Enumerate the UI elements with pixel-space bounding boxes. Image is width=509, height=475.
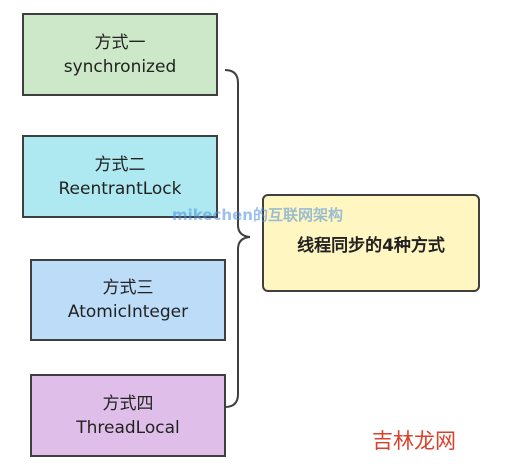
method-3-name: AtomicInteger xyxy=(67,302,189,322)
root-topic-label: 线程同步的4种方式 xyxy=(297,235,445,256)
watermark-text: mikechen的互联网架构 xyxy=(172,206,343,224)
method-4-title: 方式四 xyxy=(102,393,154,414)
method-1-title: 方式一 xyxy=(94,32,146,53)
bracket-line xyxy=(224,69,251,408)
method-3-node: 方式三 AtomicInteger xyxy=(30,259,226,341)
method-2-title: 方式二 xyxy=(94,154,146,175)
brand-watermark: 吉林龙网 xyxy=(372,429,456,453)
method-2-name: ReentrantLock xyxy=(58,178,182,199)
method-1-name: synchronized xyxy=(63,56,177,77)
root-topic-node: 线程同步的4种方式 xyxy=(262,194,480,292)
method-4-node: 方式四 ThreadLocal xyxy=(30,374,226,457)
method-1-node: 方式一 synchronized xyxy=(22,13,218,96)
method-2-node: 方式二 ReentrantLock xyxy=(22,135,218,218)
method-3-title: 方式三 xyxy=(102,278,154,298)
method-4-name: ThreadLocal xyxy=(76,417,180,438)
